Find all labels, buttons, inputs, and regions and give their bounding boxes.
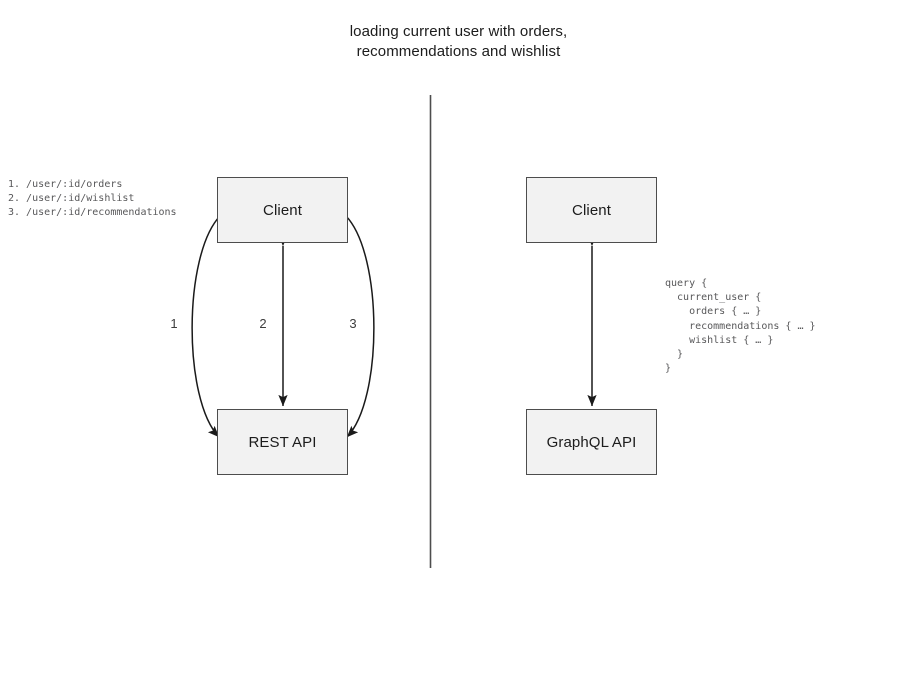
rest-endpoint-list: 1. /user/:id/orders 2. /user/:id/wishlis… <box>8 179 177 219</box>
edge-3-recommendations <box>334 204 375 438</box>
page-title: loading current user with orders, recomm… <box>349 23 568 60</box>
edge-label-2: 2 <box>259 316 267 331</box>
edge-label-1: 1 <box>170 316 178 331</box>
edge-label-3: 3 <box>349 316 357 331</box>
node-client-rest[interactable]: Client <box>217 177 348 243</box>
graphql-query-block: query { current_user { orders { … } reco… <box>665 278 816 375</box>
node-client-graphql[interactable]: Client <box>526 177 657 243</box>
node-rest-api[interactable]: REST API <box>217 409 348 475</box>
edge-1-orders <box>191 204 232 438</box>
node-graphql-api[interactable]: GraphQL API <box>526 409 657 475</box>
